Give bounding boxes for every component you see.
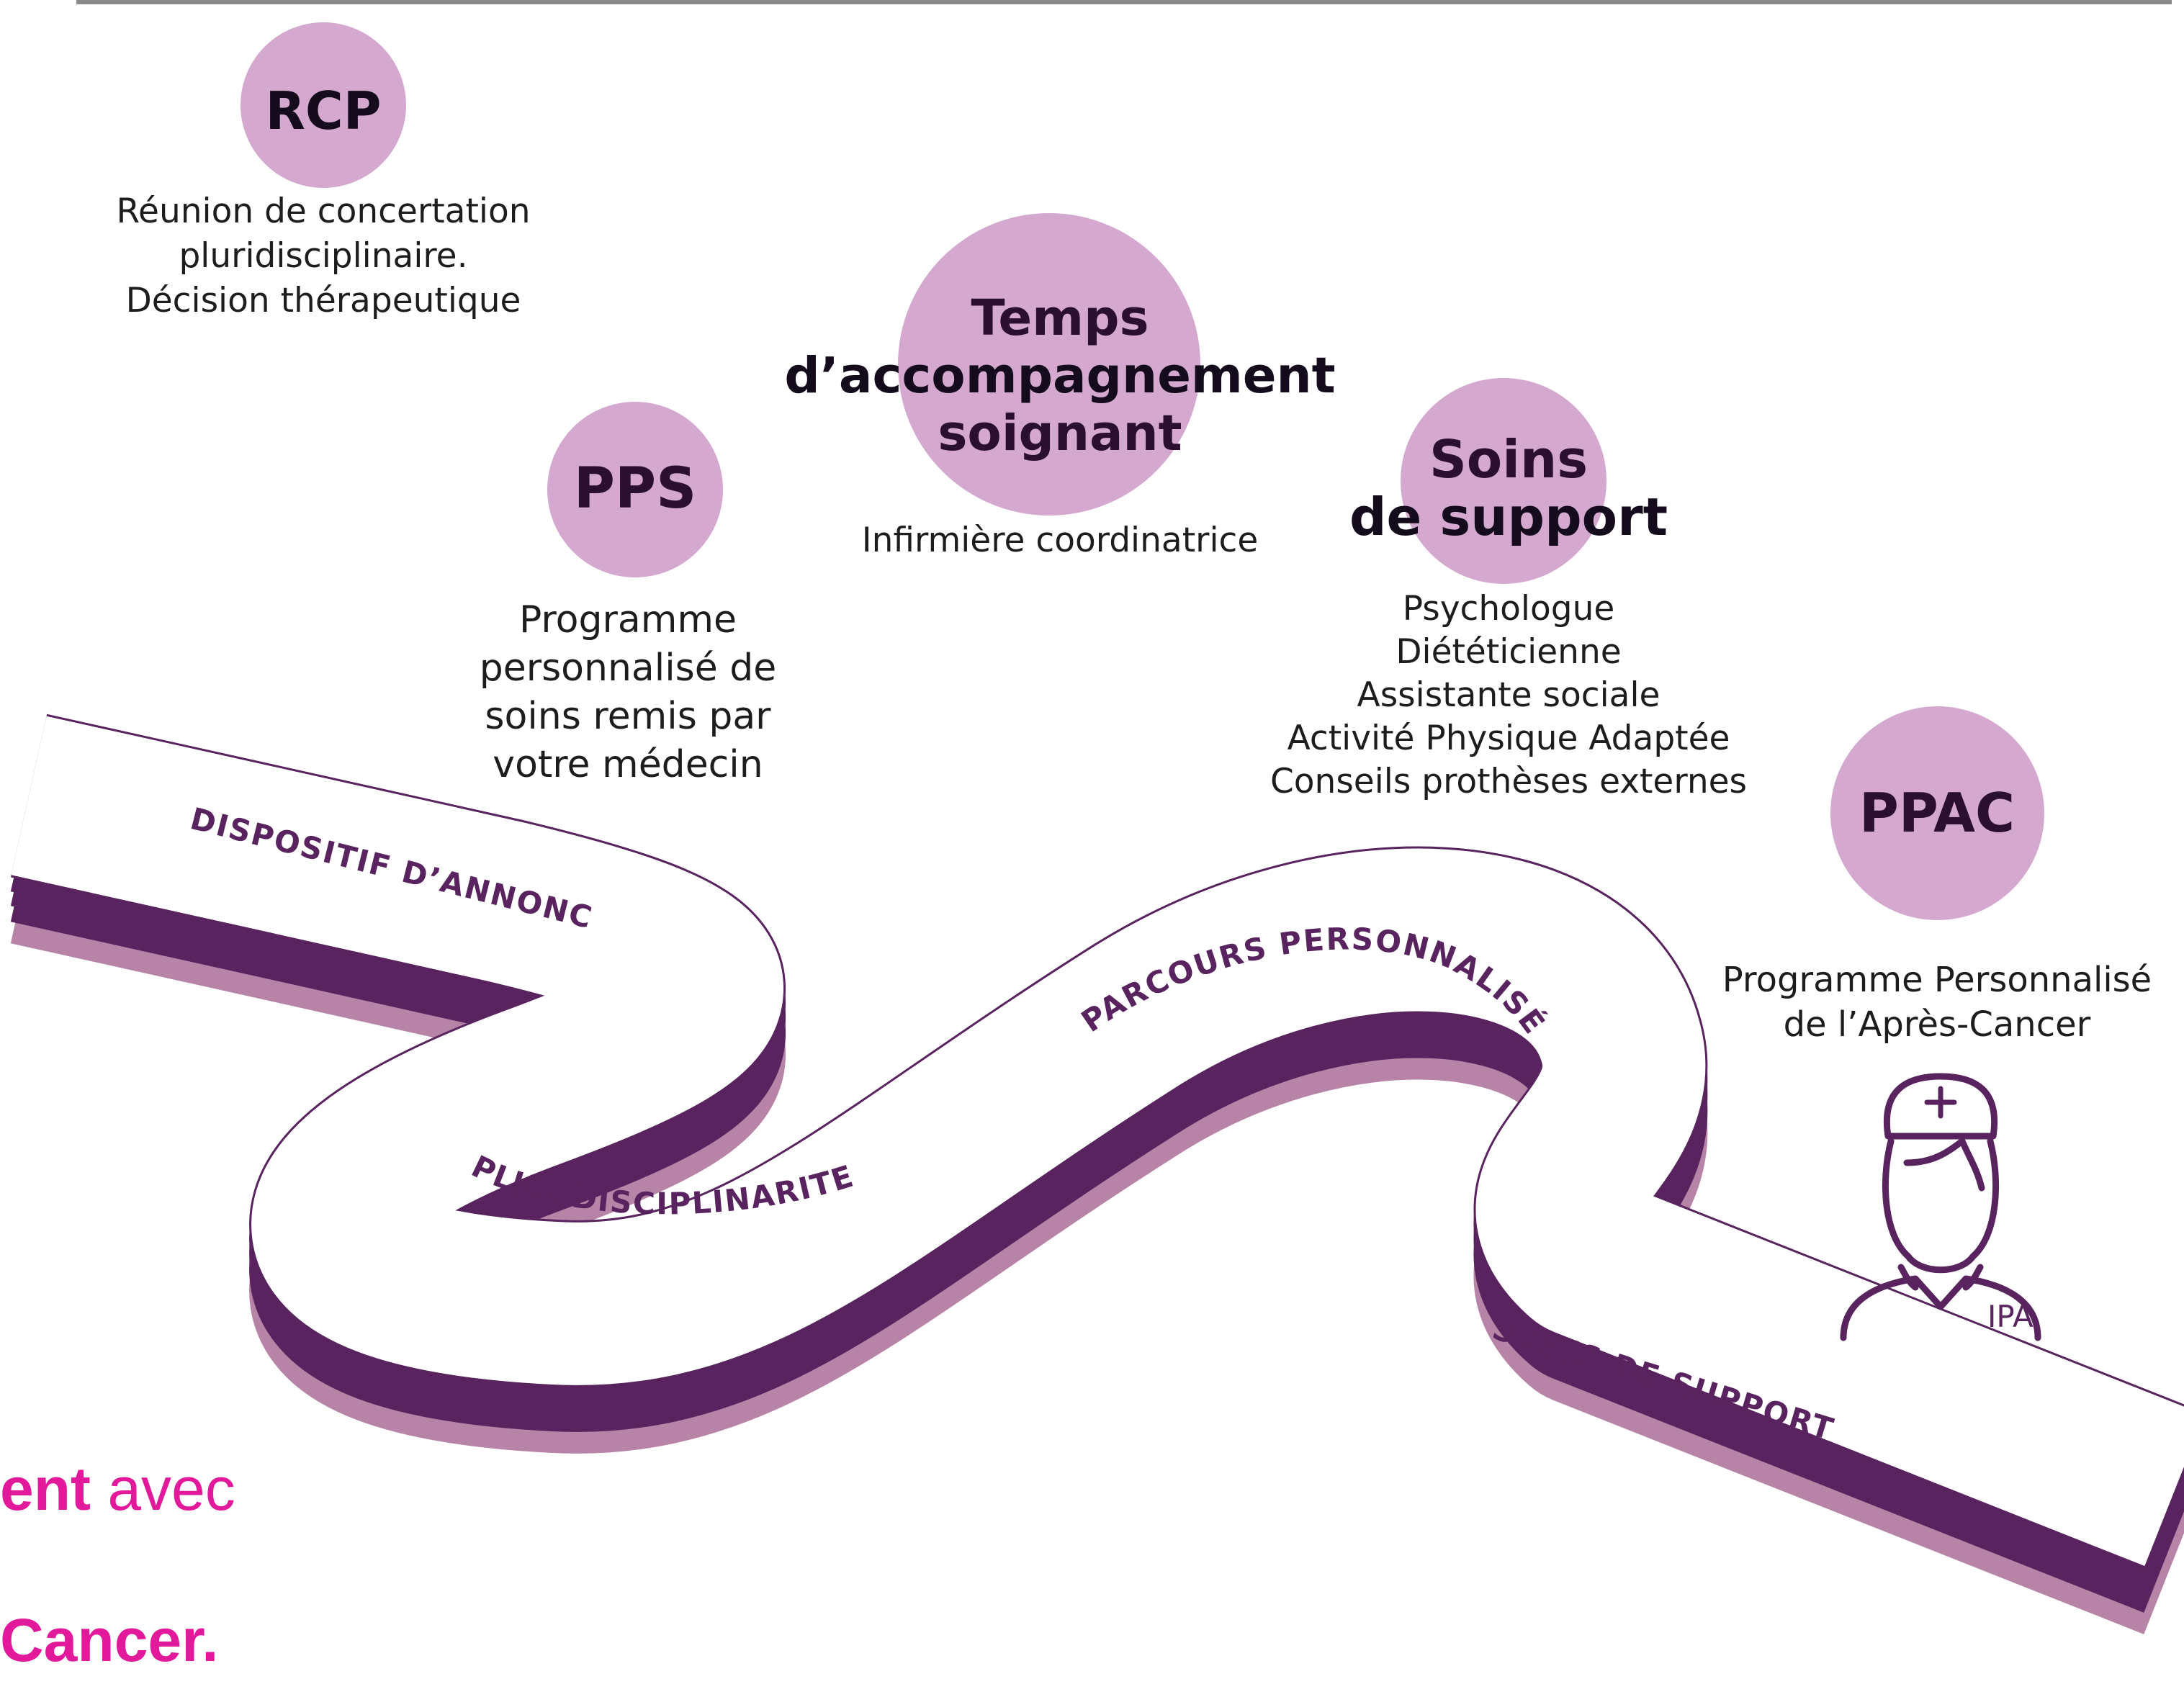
soins-circle xyxy=(1401,378,1606,584)
soins-title: Soins de support xyxy=(1349,429,1668,547)
pps-circle xyxy=(547,402,723,577)
temps-circle xyxy=(898,213,1200,516)
nurse-icon xyxy=(1840,1073,2041,1341)
footer-line-1: ent avec xyxy=(0,1455,235,1523)
ppac-title: PPAC xyxy=(1859,781,2016,845)
nurse-ipa-label: IPA xyxy=(1987,1299,2034,1334)
pps-title: PPS xyxy=(573,456,697,521)
temps-description: Infirmière coordinatrice xyxy=(861,521,1259,560)
top-rule xyxy=(76,0,2172,4)
ppac-circle xyxy=(1830,706,2044,920)
footer-line-2: Cancer. xyxy=(0,1606,219,1674)
rcp-title: RCP xyxy=(265,81,382,141)
temps-title: Temps d’accompagnement soignant xyxy=(784,289,1336,462)
rcp-circle xyxy=(241,22,406,188)
